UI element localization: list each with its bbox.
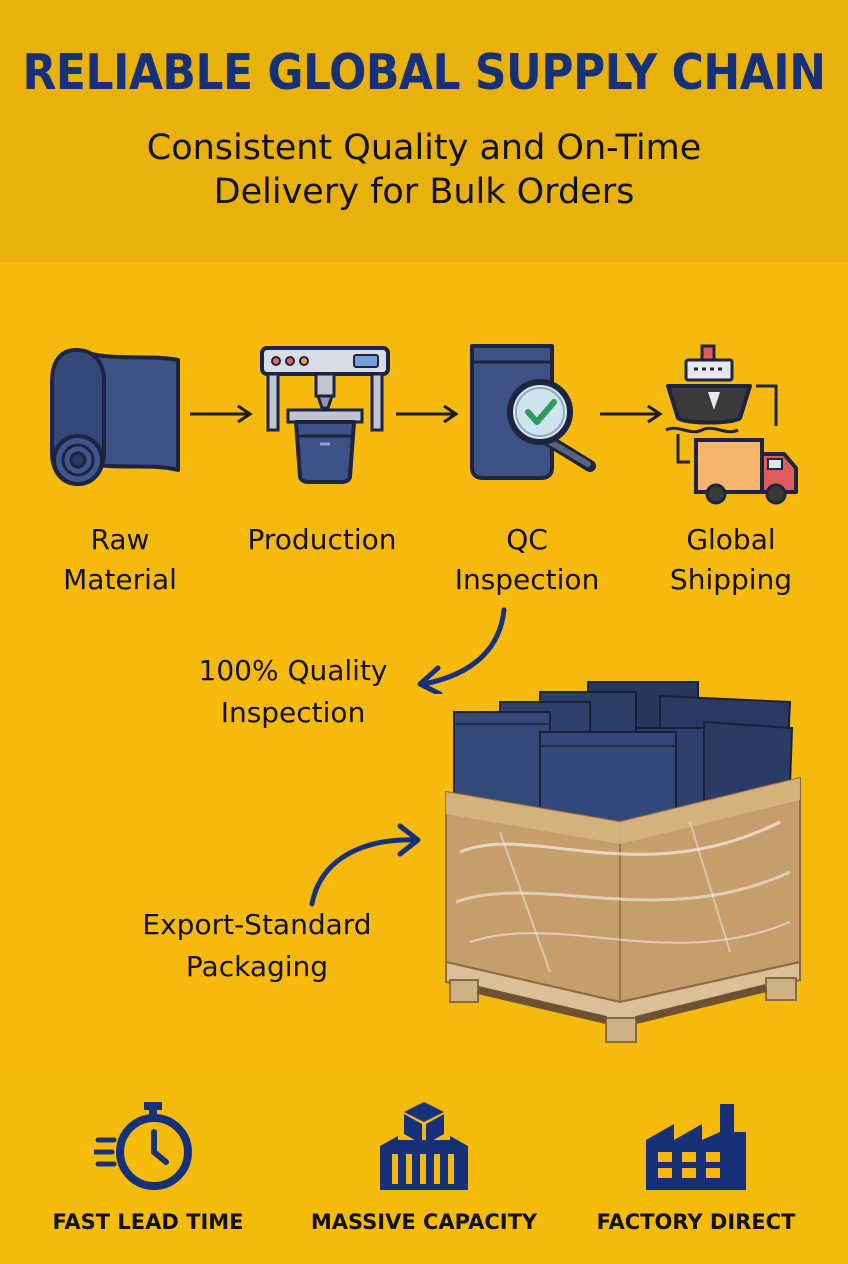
flow-arrow-2 — [394, 402, 460, 426]
flow-arrow-3 — [598, 402, 664, 426]
step-1-line-2: Material — [63, 563, 177, 596]
step-label-global-shipping: Global Shipping — [636, 520, 826, 600]
pallet-box-image — [440, 672, 810, 1044]
quality-inspection-callout: 100% Quality Inspection — [153, 650, 433, 734]
packaging-line-2: Packaging — [185, 950, 329, 983]
warehouse-box-icon — [378, 1100, 470, 1192]
export-packaging-callout: Export-Standard Packaging — [117, 904, 397, 988]
step-label-qc-inspection: QC Inspection — [432, 520, 622, 600]
feature-label-factory-direct: FACTORY DIRECT — [596, 1210, 796, 1234]
subtitle-line-1: Consistent Quality and On-Time — [146, 128, 702, 168]
step-4-line-1: Global — [686, 523, 776, 556]
step-1-line-1: Raw — [90, 523, 150, 556]
page-subtitle: Consistent Quality and On-Time Delivery … — [0, 126, 848, 214]
ship-truck-icon — [664, 342, 804, 508]
step-2-line-1: Production — [247, 523, 397, 556]
header-band — [0, 0, 848, 262]
page-title: RELIABLE GLOBAL SUPPLY CHAIN — [22, 44, 826, 102]
factory-icon — [644, 1100, 748, 1192]
packaging-line-1: Export-Standard — [142, 908, 372, 941]
feature-label-fast-lead-time: FAST LEAD TIME — [52, 1210, 244, 1234]
film-roll-icon — [48, 342, 184, 490]
step-3-line-1: QC — [506, 523, 548, 556]
step-3-line-2: Inspection — [454, 563, 600, 596]
magnifier-check-icon — [468, 342, 604, 482]
step-4-line-2: Shipping — [669, 563, 793, 596]
feature-label-massive-capacity: MASSIVE CAPACITY — [310, 1210, 538, 1234]
curved-arrow-packaging — [304, 820, 434, 910]
subtitle-line-2: Delivery for Bulk Orders — [213, 172, 635, 212]
step-label-raw-material: Raw Material — [25, 520, 215, 600]
flow-arrow-1 — [188, 402, 254, 426]
quality-line-2: Inspection — [220, 696, 366, 729]
packaging-machine-icon — [258, 344, 392, 486]
stopwatch-icon — [94, 1100, 204, 1192]
curved-arrow-quality — [408, 604, 518, 694]
step-label-production: Production — [227, 520, 417, 560]
quality-line-1: 100% Quality — [198, 654, 388, 687]
